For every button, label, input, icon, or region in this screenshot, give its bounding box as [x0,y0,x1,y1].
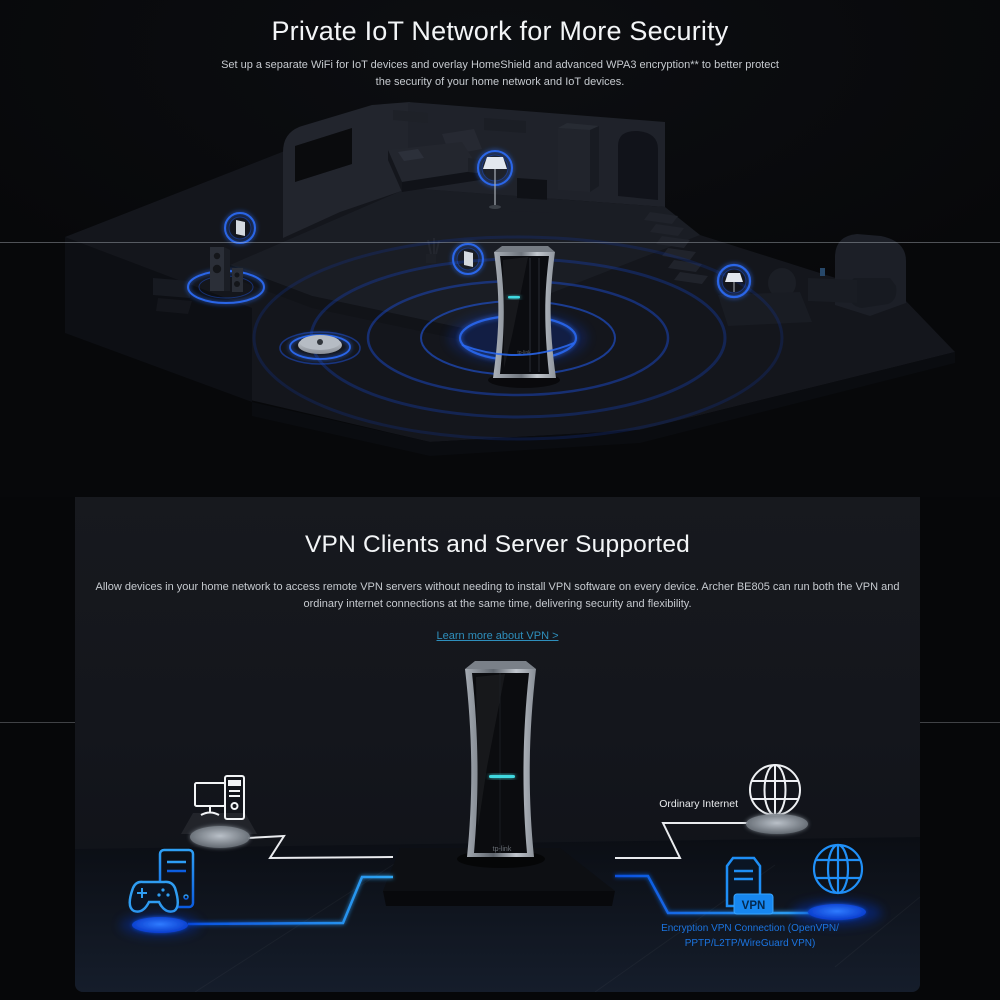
floor-lamp-icon [716,263,752,299]
globe-platform [808,904,866,920]
iot-security-section: Private IoT Network for More Security Se… [0,0,1000,497]
vpn-section: VPN Clients and Server Supported Allow d… [75,497,920,992]
sofa [847,278,897,308]
coffee-table [718,292,812,326]
router-led [489,775,515,778]
bedroom-left-wall [283,102,410,238]
globe-icon [749,764,801,816]
deck-left-face [65,237,252,402]
globe-icon [812,843,864,895]
vpn-section-description: Allow devices in your home network to ac… [95,581,900,611]
picture-frame [484,118,526,133]
tv-stand [511,198,553,213]
nightstand [468,158,486,174]
game-controller-icon [128,880,179,913]
stairs [644,212,708,284]
vpn-badge: VPN [742,900,766,912]
router-logo: tp-link [493,846,512,853]
ordinary-connection-line-right [615,822,748,859]
device-platform [132,917,188,933]
router-pedestal [383,848,615,906]
desk [153,278,190,298]
tv [517,178,547,200]
robot-vacuum-icon [279,331,361,365]
router-device: tp-link [457,661,545,868]
vpn-caption-line1: Encryption VPN Connection (OpenVPN/ [661,923,839,934]
ordinary-connection-line-left [247,834,394,860]
iot-section-title: Private IoT Network for More Security [271,16,729,46]
smart-home-illustration: tp-link [65,102,955,456]
router-device: tp-link [488,246,560,388]
ac-unit [393,110,428,123]
barrel-chair [768,268,796,298]
iot-section-subtitle: Set up a separate WiFi for IoT devices a… [221,59,779,88]
floor [75,837,920,992]
globe-platform [746,814,808,834]
plant [427,238,440,255]
speaker-icon [187,247,265,304]
bedroom-furniture [388,110,599,213]
window [295,128,352,182]
router-led [508,296,520,299]
console-table [808,278,857,303]
desktop-computer-icon [181,775,257,848]
ground-furniture [153,238,857,326]
arch-doorway [618,130,658,200]
smart-switch-icon [452,243,484,275]
smart-switch-icon [224,212,256,244]
smart-speaker [820,268,825,276]
vpn-connection-line-left [187,875,393,926]
ordinary-internet-label: Ordinary Internet [659,798,738,810]
wardrobe [558,128,590,192]
floor-lamp-icon [477,150,513,209]
vpn-section-title: VPN Clients and Server Supported [305,531,690,558]
svg-text:tp-link: tp-link [517,350,531,356]
learn-more-vpn-link[interactable]: Learn more about VPN > [436,630,559,643]
vpn-caption-line2: PPTP/L2TP/WireGuard VPN) [685,938,816,949]
vpn-diagram: tp-link [75,661,920,992]
vpn-server-icon: VPN [725,856,774,915]
